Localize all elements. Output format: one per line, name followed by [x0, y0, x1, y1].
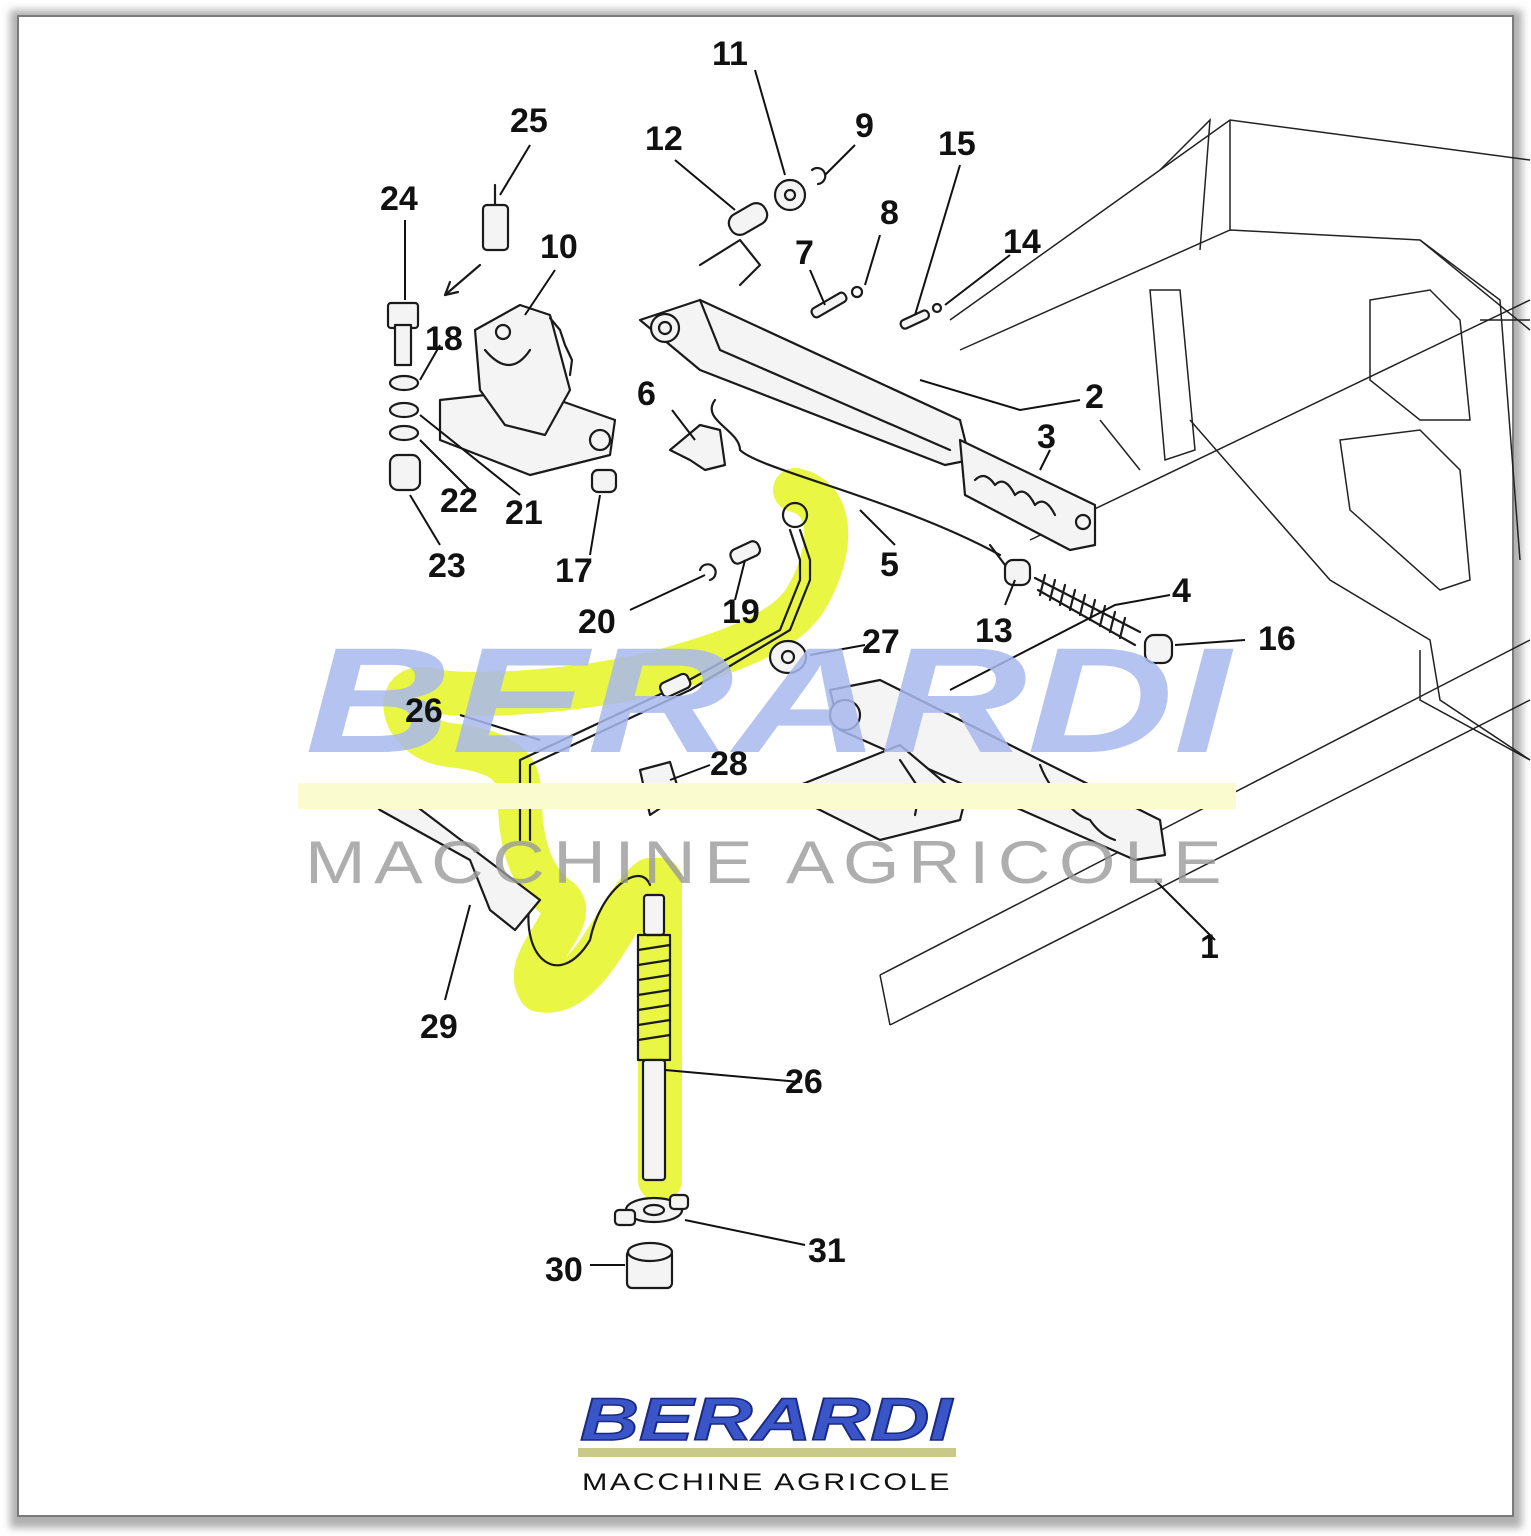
cap-16: [1143, 633, 1174, 665]
part-label: 4: [1172, 572, 1191, 610]
leader-lines: [404, 69, 1246, 1266]
part-label: 21: [505, 494, 543, 532]
part-label: 26: [785, 1063, 823, 1101]
quadrant-10: [438, 303, 617, 477]
watermark: BERARDI MACCHINE AGRICOLE: [298, 616, 1236, 896]
bushing-13: [1003, 558, 1032, 587]
part-label: 26: [405, 692, 443, 730]
part-label: 30: [545, 1251, 583, 1289]
part-label: 27: [862, 623, 900, 661]
cable-highlight: [383, 468, 849, 1202]
small-parts-lower: [698, 540, 808, 675]
part-label: 11: [712, 35, 748, 73]
part-label: 1: [1200, 928, 1219, 966]
part-label: 7: [795, 234, 814, 272]
hardware-stack: [386, 301, 618, 494]
part-label: 2: [1085, 378, 1104, 416]
grease-fitting-25: [443, 183, 510, 297]
part-label: 17: [555, 552, 593, 590]
part-label: 15: [938, 125, 976, 163]
part-label: 20: [578, 603, 616, 641]
machine-body-lines: [879, 118, 1531, 1026]
spring-4: [1033, 573, 1142, 647]
part-label: 12: [645, 120, 683, 158]
part-label: 31: [808, 1232, 846, 1270]
part-label: 25: [510, 102, 548, 140]
watermark-bar: [298, 783, 1236, 809]
part-label: 14: [1003, 223, 1041, 261]
part-label: 19: [722, 593, 760, 631]
logo-tagline: MACCHINE AGRICOLE: [582, 1469, 952, 1496]
part-label: 23: [428, 547, 466, 585]
part-label: 29: [420, 1008, 458, 1046]
part-label: 6: [637, 375, 656, 413]
part-label: 24: [380, 180, 418, 218]
part-label: 3: [1037, 418, 1056, 456]
part-label: 10: [540, 228, 578, 266]
rod-5: [710, 398, 1002, 557]
watermark-brand: BERARDI: [305, 616, 1234, 784]
knob-31: [613, 1193, 690, 1227]
rod-5-end: [988, 543, 1007, 567]
part-label: 22: [440, 482, 478, 520]
logo-brand: BERARDI: [580, 1386, 954, 1453]
company-logo: BERARDI MACCHINE AGRICOLE: [578, 1385, 956, 1496]
watermark-tagline: MACCHINE AGRICOLE: [305, 829, 1230, 896]
small-pins: [698, 167, 943, 330]
part-labels: 1 2 3 4 5 6 7 8 9 10 11 12 13 14 15 16 1…: [380, 35, 1296, 1289]
part-label: 18: [425, 320, 463, 358]
bracket-6: [668, 423, 727, 472]
part-label: 9: [855, 107, 874, 145]
part-label: 13: [975, 612, 1013, 650]
part-label: 28: [710, 745, 748, 783]
bushing-30: [625, 1241, 674, 1290]
cable-26: [518, 501, 812, 1182]
part-label: 5: [880, 546, 899, 584]
upper-arm: [638, 298, 1097, 552]
part-label: 16: [1258, 620, 1296, 658]
part-label: 8: [880, 194, 899, 232]
logo-bar: [578, 1448, 956, 1457]
frame-border: [17, 15, 1514, 1517]
